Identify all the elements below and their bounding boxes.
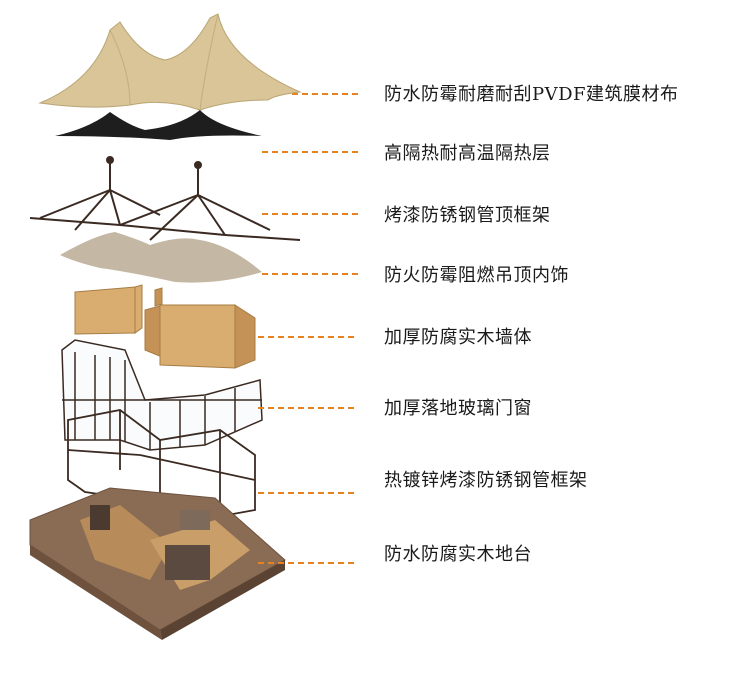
- label-membrane: 防水防霉耐磨耐刮PVDF建筑膜材布: [384, 84, 679, 105]
- leader-lines: [258, 93, 358, 564]
- wood-deck: [29, 487, 286, 640]
- label-glass: 加厚落地玻璃门窗: [384, 398, 532, 419]
- roof-frame: [29, 156, 301, 241]
- label-steel-frame: 热镀锌烤漆防锈钢管框架: [384, 470, 588, 491]
- label-wood-wall: 加厚防腐实木墙体: [384, 327, 532, 348]
- label-insulation: 高隔热耐高温隔热层: [384, 143, 551, 164]
- label-roof-frame: 烤漆防锈钢管顶框架: [384, 205, 551, 226]
- label-ceiling: 防火防霉阻燃吊顶内饰: [384, 265, 569, 286]
- ceiling-panels: [60, 232, 262, 283]
- wood-walls: [74, 284, 256, 369]
- membrane-canopy: [38, 13, 302, 111]
- glass-walls: [61, 339, 263, 451]
- insulation-layer: [55, 110, 262, 140]
- label-deck: 防水防腐实木地台: [384, 544, 532, 565]
